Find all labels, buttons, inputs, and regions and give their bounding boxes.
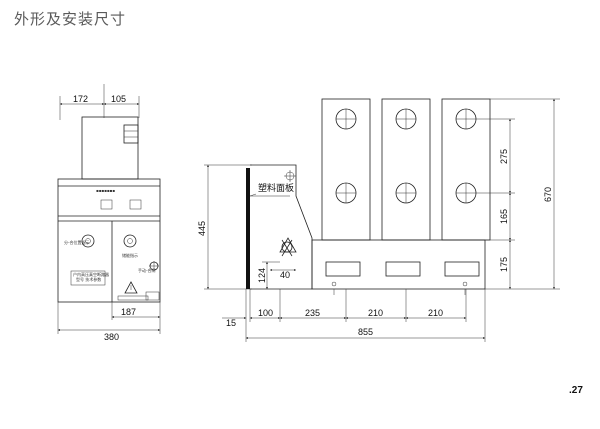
dim-380: 380 <box>104 332 119 342</box>
center-mark <box>336 183 356 203</box>
center-mark <box>396 109 416 129</box>
left-nameplate-1: 户内高压真空断路器 <box>73 271 109 277</box>
side-body-outline <box>250 164 313 290</box>
left-indicator-label: 分-合位置指示 <box>64 239 89 245</box>
plastic-panel-plate <box>246 168 250 289</box>
mounting-cross <box>284 170 296 182</box>
dim-105: 105 <box>111 94 126 104</box>
bushing-phase-a <box>321 98 371 241</box>
dim-670: 670 <box>543 187 553 202</box>
bolt <box>462 281 468 287</box>
base-window <box>385 261 421 277</box>
center-mark <box>456 183 476 203</box>
left-nameplate-2: 型号 技术参数 <box>76 276 101 282</box>
indicator-window <box>100 199 113 210</box>
bottom-lug <box>145 291 160 301</box>
dim-15: 15 <box>226 318 236 328</box>
dim-40: 40 <box>280 270 290 280</box>
right-indicator-label: 储能指示 <box>122 252 138 258</box>
dim-275: 275 <box>499 149 509 164</box>
upper-panel-text: ▪▪▪▪▪▪▪ <box>96 188 115 193</box>
manual-hole-cross <box>149 261 159 271</box>
bushing-phase-c <box>441 98 491 241</box>
dim-210a: 210 <box>368 308 383 318</box>
dim-445: 445 <box>197 221 207 236</box>
indicator-window <box>129 199 142 210</box>
dim-187: 187 <box>121 307 136 317</box>
leader-line <box>249 193 257 197</box>
dim-165: 165 <box>499 209 509 224</box>
base-window <box>325 261 361 277</box>
linkage-cross <box>281 239 293 257</box>
knob-center <box>85 238 91 244</box>
dim-175: 175 <box>499 257 509 272</box>
base-window <box>444 261 480 277</box>
side-view: 445 塑料面板 124 40 <box>197 98 560 342</box>
page-number: .27 <box>569 385 583 396</box>
bushing-phase-b <box>381 98 431 241</box>
front-view: 172 105 ▪▪▪▪▪▪▪ 分-合位置指示 户内高压真空断路器 型号 技术参… <box>57 84 161 342</box>
knob-center <box>127 238 133 244</box>
dim-855: 855 <box>358 327 373 337</box>
page-title: 外形及安装尺寸 <box>14 10 127 28</box>
dim-172: 172 <box>73 94 88 104</box>
bolt <box>331 281 337 287</box>
right-small-label: 手动-合闸 <box>138 267 155 273</box>
linkage-pivot <box>281 241 293 253</box>
dim-124: 124 <box>257 268 267 283</box>
front-housing <box>57 178 161 303</box>
center-mark <box>456 109 476 129</box>
nameplate <box>70 270 106 286</box>
center-mark <box>336 109 356 129</box>
dim-235: 235 <box>305 308 320 318</box>
bottom-plate <box>117 295 149 301</box>
upper-bushing <box>81 116 139 180</box>
bushing-terminal <box>123 124 139 144</box>
dim-100: 100 <box>258 308 273 318</box>
center-mark <box>396 183 416 203</box>
plastic-panel-label: 塑料面板 <box>258 182 294 194</box>
right-indicator-knob <box>123 234 137 248</box>
warning-triangle-icon <box>124 281 138 294</box>
base-frame <box>311 239 486 290</box>
left-indicator-knob <box>81 234 95 248</box>
dim-210b: 210 <box>428 308 443 318</box>
